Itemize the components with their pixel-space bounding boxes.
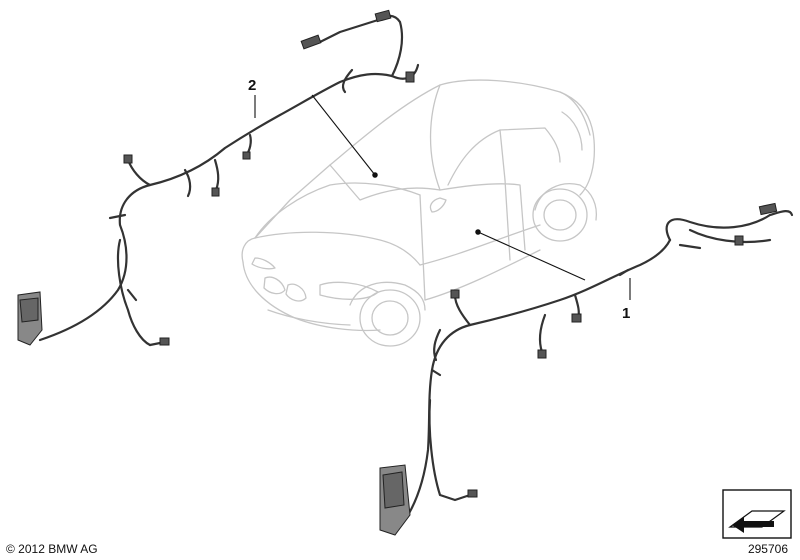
callout-label-2: 2 xyxy=(248,77,257,94)
view-direction-arrow-icon xyxy=(722,489,792,539)
harness-1-connectors xyxy=(379,202,778,536)
wiring-harness-2 xyxy=(38,14,420,347)
callout-label-1: 1 xyxy=(622,305,631,322)
leader-lines xyxy=(254,94,631,300)
car-illustration xyxy=(241,79,598,347)
harness-2-connectors xyxy=(17,9,415,346)
wiring-harness-1 xyxy=(403,210,794,522)
diagram-number: 295706 xyxy=(747,542,788,556)
copyright-notice: © 2012 BMW AG xyxy=(6,542,98,556)
